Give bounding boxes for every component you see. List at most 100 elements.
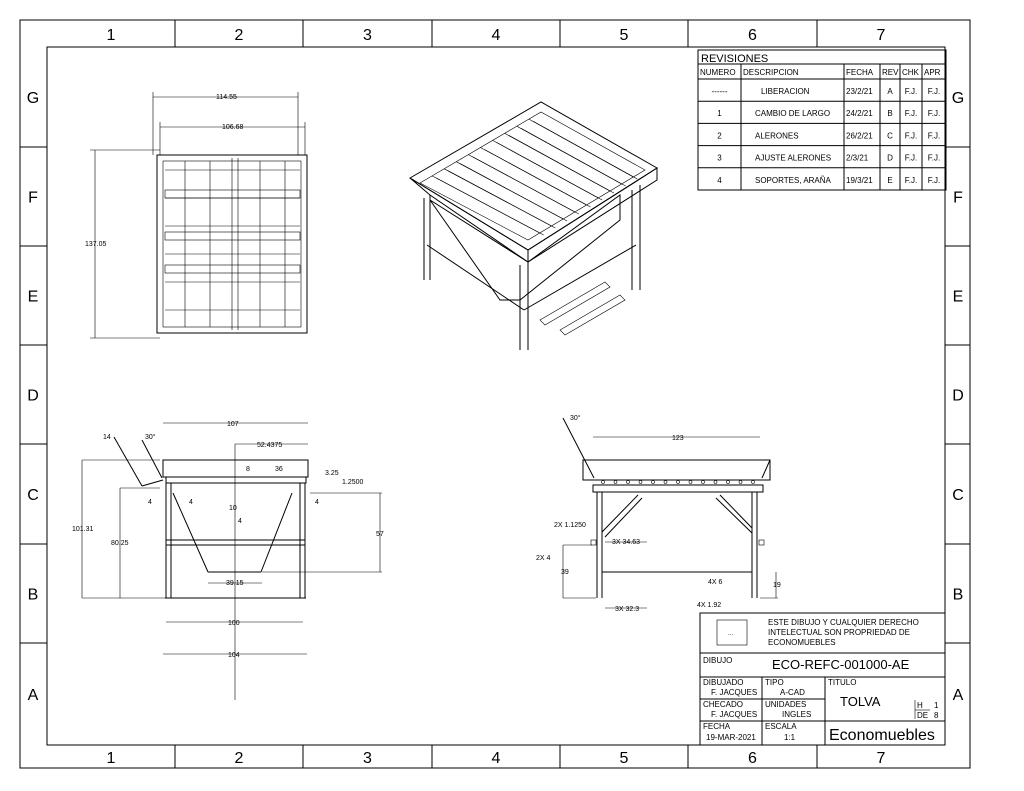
column-label: 6 [748,27,757,44]
dim-57: 57 [376,531,384,538]
row-label: C [952,487,964,504]
revision-cell: F.J. [928,176,940,185]
dim-1-25: 1.2500 [342,479,364,486]
dim-height-frame: 80.25 [111,540,129,547]
dim-8: 8 [246,466,250,473]
row-label: E [953,289,964,306]
dim-pin: 2X 1.1250 [554,522,586,529]
revision-cell: 24/2/21 [846,109,873,118]
revision-header: DESCRIPCION [743,68,799,77]
revision-cell: 3 [717,154,722,163]
row-label: B [28,587,39,604]
row-label: A [953,687,964,704]
side-view: 30° 123 2X 1.1250 3X 34.63 2X 4 39 19 4X… [536,414,781,613]
row-label: G [952,90,964,107]
revision-cell: F.J. [928,154,940,163]
logo-placeholder-text: ... [728,631,733,637]
revision-cell: CAMBIO DE LARGO [755,109,830,118]
dim-overall-width: 114.55 [216,94,237,101]
tipo-label: TIPO [765,678,784,687]
column-label: 1 [107,750,116,767]
company-name: Economuebles [829,727,935,744]
drawing-number: ECO-REFC-001000-AE [772,657,910,672]
dim-3-25: 3.25 [325,470,339,477]
revision-cell: 2 [717,131,722,140]
dim-2x4: 2X 4 [536,555,551,562]
revision-cell: 4 [717,176,722,185]
revision-cell: A [887,87,893,96]
zone-grid [20,20,970,768]
revision-cell: F.J. [928,131,940,140]
revision-header: REV [882,68,899,77]
hoja-label: H [917,701,923,710]
column-label: 4 [492,750,501,767]
sheet-border [19,19,971,769]
revision-cell: 1 [717,109,722,118]
hoja-value: 1 [934,701,939,710]
column-label: 5 [620,750,629,767]
dim-19: 19 [773,582,781,589]
dim-top-width: 107 [227,421,239,428]
notice-line-1: ESTE DIBUJO Y CUALQUIER DERECHO [768,618,919,627]
revision-cell: SOPORTES, ARAÑA [755,176,832,185]
de-value: 8 [934,711,939,720]
notice-line-2: INTELECTUAL SON PROPRIEDAD DE [768,628,910,637]
column-label: 3 [363,27,372,44]
row-label: D [27,388,39,405]
dim-inner-width: 106.68 [222,124,244,131]
unidades-label: UNIDADES [765,700,806,709]
dim-4x6: 4X 6 [708,579,723,586]
title-block: ... ESTE DIBUJO Y CUALQUIER DERECHO INTE… [699,612,946,746]
drawing-area-border [46,46,946,746]
dim-4a: 4 [148,499,152,506]
dim-leg-span: 100 [228,620,240,627]
dim-length: 137.05 [85,241,107,248]
dim-3x323: 3X 32.3 [615,606,639,613]
revision-cell: ALERONES [755,131,799,140]
dim-height-total: 101.31 [72,526,94,533]
row-label: E [28,289,39,306]
isometric-view [409,101,658,350]
dim-spacing: 3X 34.63 [612,539,640,546]
column-label: 7 [877,27,886,44]
title-value: TOLVA [840,694,881,709]
revision-cell: F.J. [905,87,917,96]
revision-title: REVISIONES [701,53,768,65]
row-label: B [953,587,964,604]
dibujado-label: DIBUJADO [703,678,743,687]
checado-value: F. JACQUES [711,710,757,719]
column-label: 3 [363,750,372,767]
unidades-value: INGLES [782,710,811,719]
dim-bottom: 39.15 [226,580,244,587]
dim-base: 104 [228,652,240,659]
revision-cell: E [887,176,892,185]
revision-cell: F.J. [905,109,917,118]
revision-cell: AJUSTE ALERONES [755,154,831,163]
dibujo-label: DIBUJO [703,656,732,665]
titulo-label: TITULO [828,678,856,687]
revision-cell: F.J. [905,154,917,163]
dim-half: 52.4375 [257,442,282,449]
escala-value: 1:1 [784,733,796,742]
row-label: F [28,190,38,207]
logo-placeholder [716,619,748,646]
revision-header: CHK [902,68,920,77]
escala-label: ESCALA [765,722,797,731]
dim-14: 14 [103,434,111,441]
fecha-label: FECHA [703,722,731,731]
revision-cell: 19/3/21 [846,176,873,185]
revision-cell: 26/2/21 [846,131,873,140]
revision-header: NUMERO [700,68,736,77]
row-label: A [28,687,39,704]
fecha-value: 19-MAR-2021 [706,733,756,742]
revision-cell: B [887,109,892,118]
column-label: 1 [107,27,116,44]
column-label: 7 [877,750,886,767]
revision-cell: F.J. [905,176,917,185]
row-label: D [952,388,964,405]
revision-cell: 2/3/21 [846,154,869,163]
dim-4d: 4 [315,499,319,506]
dim-top-length: 123 [672,435,684,442]
